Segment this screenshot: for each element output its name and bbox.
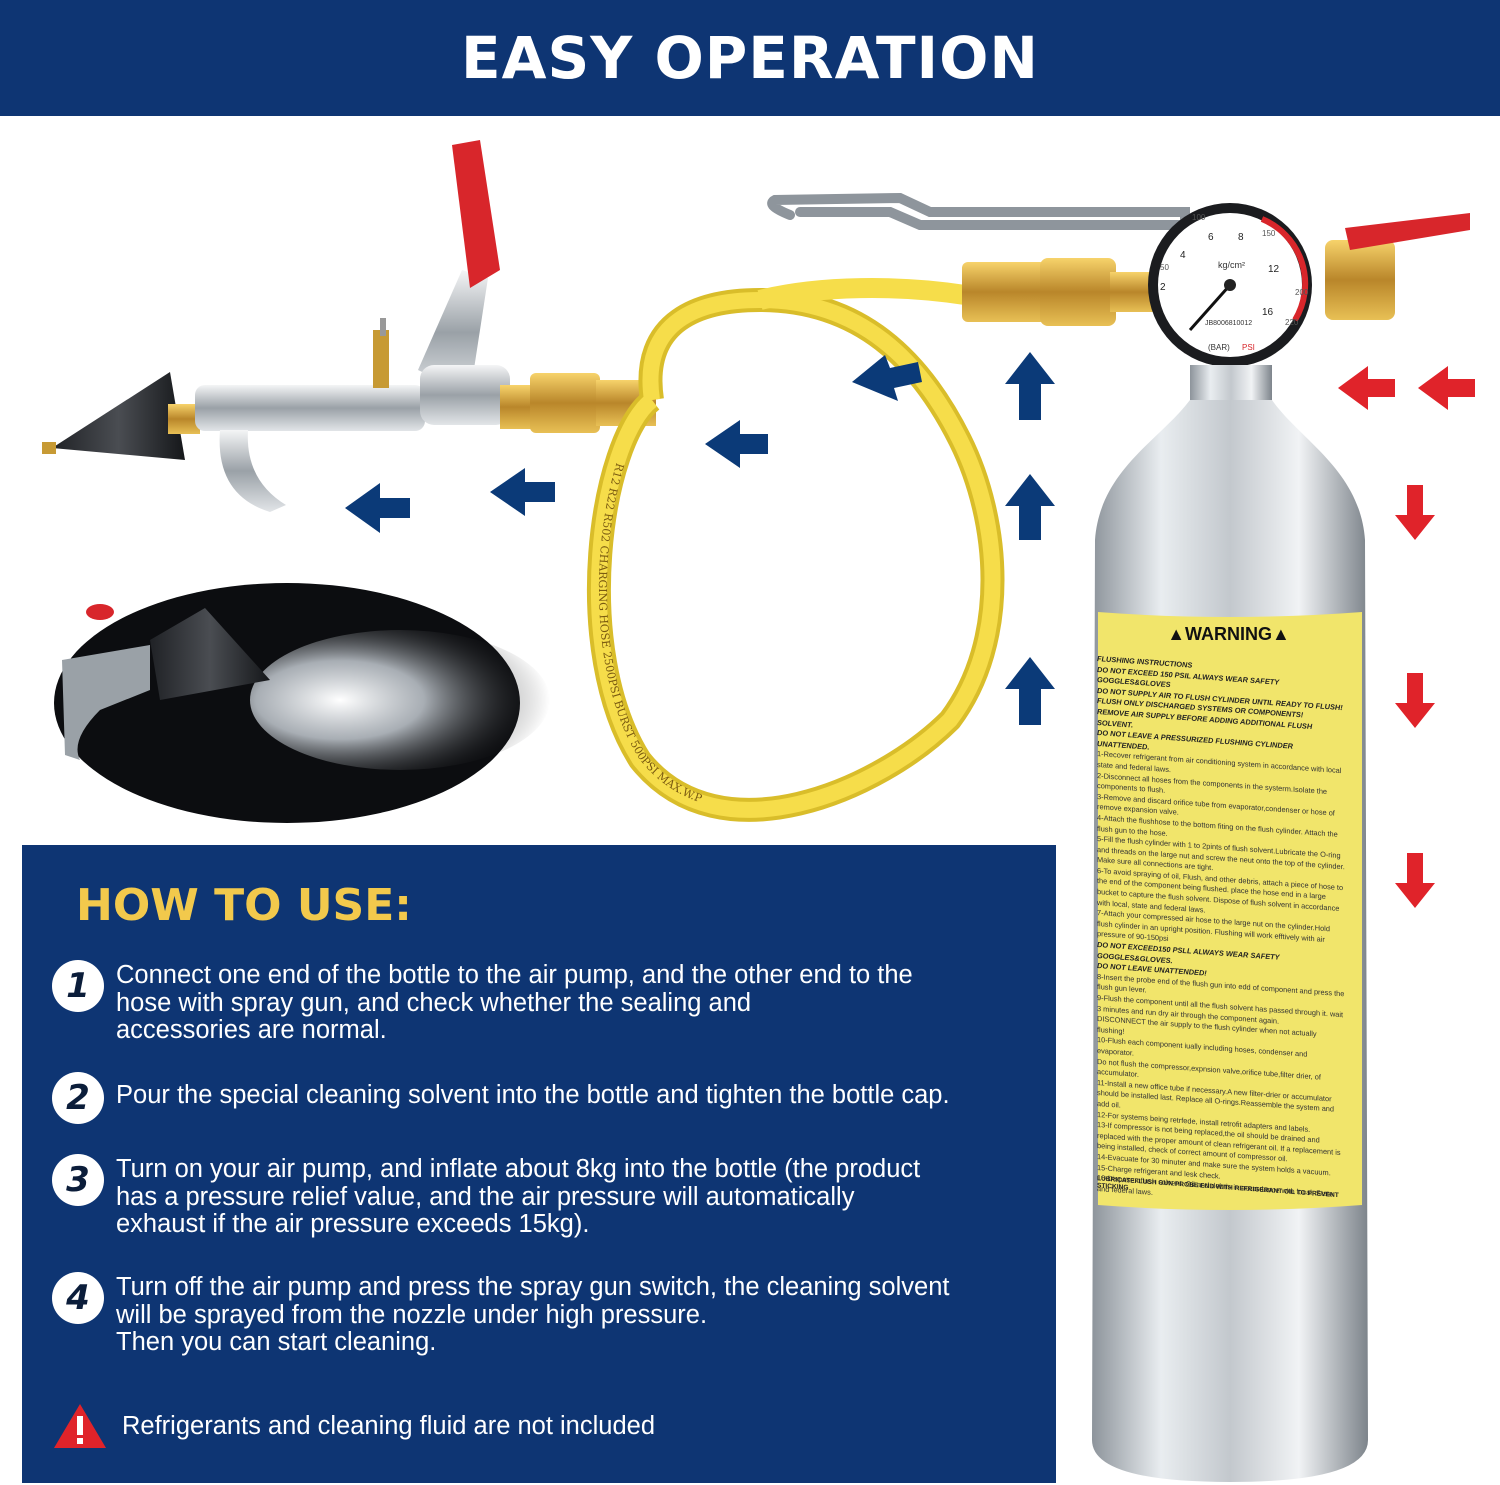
product-illustration: R12 R22 R502 CHARGING HOSE 2500PSI BURST… bbox=[42, 140, 1475, 1482]
step-text: Pour the special cleaning solvent into t… bbox=[116, 1081, 950, 1109]
warning-label: ▲WARNING▲ FLUSHING INSTRUCTIONS DO NOT E… bbox=[1097, 612, 1360, 1202]
arrow-up-icon bbox=[1005, 474, 1055, 540]
spray-inset-photo bbox=[54, 583, 550, 823]
warning-title: ▲WARNING▲ bbox=[1167, 624, 1290, 644]
svg-text:200: 200 bbox=[1295, 288, 1309, 297]
arrow-down-icon bbox=[1395, 853, 1435, 908]
svg-text:220: 220 bbox=[1285, 318, 1299, 327]
flush-cylinder bbox=[1092, 365, 1368, 1482]
step-3: 3 Turn on your air pump, and inflate abo… bbox=[52, 1154, 1042, 1239]
arrow-left-icon bbox=[345, 483, 410, 533]
page-title: EASY OPERATION bbox=[461, 24, 1039, 92]
step-4: 4 Turn off the air pump and press the sp… bbox=[52, 1272, 1042, 1357]
valve-nut bbox=[1040, 258, 1116, 326]
arrow-left-icon bbox=[852, 355, 922, 401]
how-to-use-heading: HOW TO USE: bbox=[76, 880, 412, 931]
step-number-badge: 3 bbox=[52, 1154, 104, 1206]
flow-arrows-red bbox=[1338, 366, 1475, 908]
svg-text:2: 2 bbox=[1160, 282, 1166, 293]
step-2: 2 Pour the special cleaning solvent into… bbox=[52, 1072, 1042, 1124]
arrow-left-icon bbox=[490, 468, 555, 516]
svg-text:12: 12 bbox=[1268, 264, 1280, 275]
svg-text:PSI: PSI bbox=[1242, 343, 1255, 352]
arrow-up-icon bbox=[1005, 352, 1055, 420]
step-1: 1 Connect one end of the bottle to the a… bbox=[52, 960, 1042, 1045]
hanger-hook bbox=[767, 192, 1190, 230]
arrow-left-icon bbox=[1418, 366, 1475, 410]
svg-text:8: 8 bbox=[1238, 232, 1244, 243]
not-included-note: Refrigerants and cleaning fluid are not … bbox=[52, 1402, 655, 1450]
svg-text:16: 16 bbox=[1262, 307, 1274, 318]
svg-text:(BAR): (BAR) bbox=[1208, 343, 1230, 352]
svg-text:6: 6 bbox=[1208, 232, 1214, 243]
pressure-gauge: 2 4 6 8 12 16 50 100 150 200 220 kg/cm² … bbox=[1148, 203, 1312, 367]
arrow-down-icon bbox=[1395, 485, 1435, 540]
svg-text:150: 150 bbox=[1262, 229, 1276, 238]
svg-text:JB8006810012: JB8006810012 bbox=[1205, 320, 1252, 327]
note-text: Refrigerants and cleaning fluid are not … bbox=[122, 1411, 656, 1440]
yellow-hose: R12 R22 R502 CHARGING HOSE 2500PSI BURST… bbox=[586, 278, 1005, 822]
warning-instructions: FLUSHING INSTRUCTIONS DO NOT EXCEED 150 … bbox=[1097, 654, 1345, 1199]
step-text: Turn on your air pump, and inflate about… bbox=[116, 1155, 921, 1238]
step-number-badge: 2 bbox=[52, 1072, 104, 1124]
flow-arrows-blue bbox=[345, 352, 1055, 725]
svg-text:50: 50 bbox=[1160, 263, 1169, 272]
svg-text:kg/cm²: kg/cm² bbox=[1218, 260, 1245, 270]
hose-coupler bbox=[962, 262, 1046, 322]
arrow-left-icon bbox=[705, 420, 768, 468]
spray-gun bbox=[42, 140, 656, 512]
step-text: Turn off the air pump and press the spra… bbox=[116, 1273, 950, 1356]
arrow-left-icon bbox=[1338, 366, 1395, 410]
svg-text:4: 4 bbox=[1180, 250, 1186, 261]
header-banner: EASY OPERATION bbox=[0, 0, 1500, 116]
how-to-use-panel bbox=[22, 845, 1056, 1483]
valve-handle bbox=[1345, 213, 1470, 250]
warning-triangle-icon bbox=[54, 1404, 106, 1448]
step-number-badge: 4 bbox=[52, 1272, 104, 1324]
step-number-badge: 1 bbox=[52, 960, 104, 1012]
step-text: Connect one end of the bottle to the air… bbox=[116, 961, 913, 1044]
arrow-up-icon bbox=[1005, 657, 1055, 725]
arrow-down-icon bbox=[1395, 673, 1435, 728]
svg-text:100: 100 bbox=[1192, 213, 1206, 222]
